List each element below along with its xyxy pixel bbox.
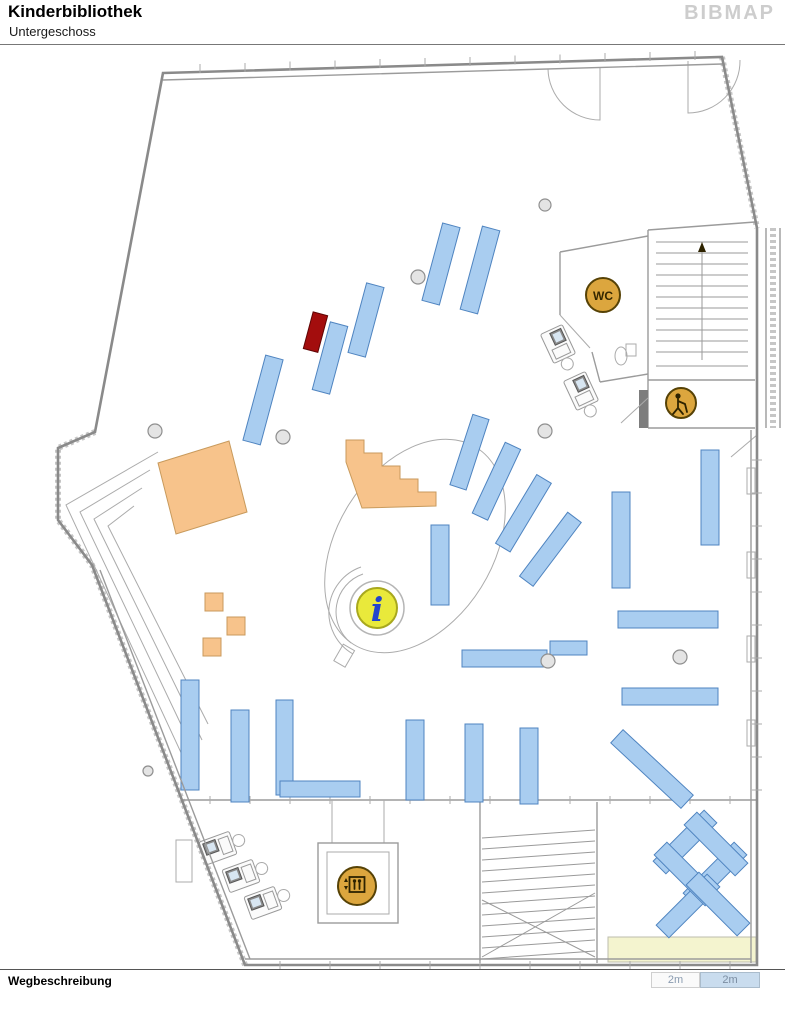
shelf <box>621 687 719 706</box>
floor-mat <box>607 936 757 963</box>
shelf <box>459 225 501 315</box>
desk-kiosk <box>333 643 356 668</box>
play-furniture <box>157 439 437 657</box>
ramp-lines <box>65 451 209 773</box>
bookshelves <box>180 222 751 939</box>
radiators <box>746 467 756 747</box>
column <box>537 423 553 439</box>
wall-hatching <box>55 56 776 967</box>
shelf <box>518 511 582 588</box>
shelf <box>685 871 751 937</box>
door-arcs <box>547 59 758 458</box>
right-wall-mullions <box>752 459 762 791</box>
stairwell-upper <box>620 221 756 429</box>
shelf <box>230 709 250 803</box>
toilet <box>614 346 628 366</box>
wall-pier <box>639 390 648 428</box>
header: Kinderbibliothek Untergeschoss BIBMAP <box>0 0 785 45</box>
info-label: i <box>371 590 384 629</box>
shelf <box>519 727 539 805</box>
shelf <box>279 780 361 798</box>
shelf <box>421 222 461 306</box>
person-glyph <box>675 393 681 399</box>
shelf <box>471 441 522 521</box>
bottom-wall-piers <box>279 961 731 969</box>
shelf <box>464 723 484 803</box>
scale-bar-right: 2m <box>700 972 760 988</box>
footer: Wegbeschreibung 2m 2m <box>0 969 785 1011</box>
info-desk-arc <box>328 566 362 655</box>
shelf <box>610 728 694 810</box>
shelf <box>449 413 490 491</box>
page-title: Kinderbibliothek <box>8 2 143 21</box>
shelf <box>242 354 284 446</box>
info-desk-arc-inner <box>335 573 364 644</box>
column <box>142 765 154 777</box>
column <box>672 649 688 665</box>
wc-room <box>559 235 649 383</box>
shelf <box>549 640 588 656</box>
elevator-icon[interactable] <box>337 866 377 906</box>
shelf <box>700 449 720 546</box>
page-subtitle: Untergeschoss <box>9 24 96 39</box>
play-cube <box>202 637 222 657</box>
info-icon[interactable]: i <box>349 580 405 636</box>
elevator-shaft-outer <box>317 842 399 924</box>
play-cube <box>226 616 246 636</box>
shelf <box>180 679 200 791</box>
column <box>540 653 556 669</box>
highlighted-shelf[interactable] <box>302 311 329 354</box>
shelf <box>347 282 385 358</box>
shelf <box>617 610 719 629</box>
shelf <box>611 491 631 589</box>
elevator-shaft-inner <box>326 851 390 915</box>
building-outline <box>56 51 781 969</box>
shelf <box>405 719 425 801</box>
column <box>410 269 426 285</box>
stairs-arrow <box>698 242 706 252</box>
elevator-shaft <box>317 800 399 924</box>
wc-icon[interactable]: WC <box>585 277 621 313</box>
shelf <box>430 524 450 606</box>
scale-bar-left: 2m <box>651 972 700 988</box>
column <box>147 423 163 439</box>
shelf <box>683 811 749 877</box>
play-table <box>157 440 248 535</box>
computer-workstation <box>243 881 294 921</box>
play-cube <box>204 592 224 612</box>
computer-workstation <box>221 854 272 894</box>
top-wall-mullions <box>199 51 696 73</box>
shelf <box>461 649 548 668</box>
bibmap-logo: BIBMAP <box>684 2 775 24</box>
computer-area <box>175 323 605 921</box>
column <box>538 198 552 212</box>
orange-stairs <box>345 439 437 509</box>
shelf <box>494 473 553 553</box>
computer-workstation <box>562 370 605 422</box>
column <box>275 429 291 445</box>
footer-label: Wegbeschreibung <box>8 974 112 988</box>
cabinet <box>175 839 193 883</box>
wc-label: WC <box>593 289 613 303</box>
elevator-pictogram <box>348 876 366 893</box>
lift-side-icon[interactable] <box>665 387 697 419</box>
lower-stairs <box>479 802 598 963</box>
columns <box>142 198 688 777</box>
shelf <box>311 321 349 395</box>
toilet-tank <box>625 343 637 357</box>
computer-workstation <box>539 323 582 375</box>
